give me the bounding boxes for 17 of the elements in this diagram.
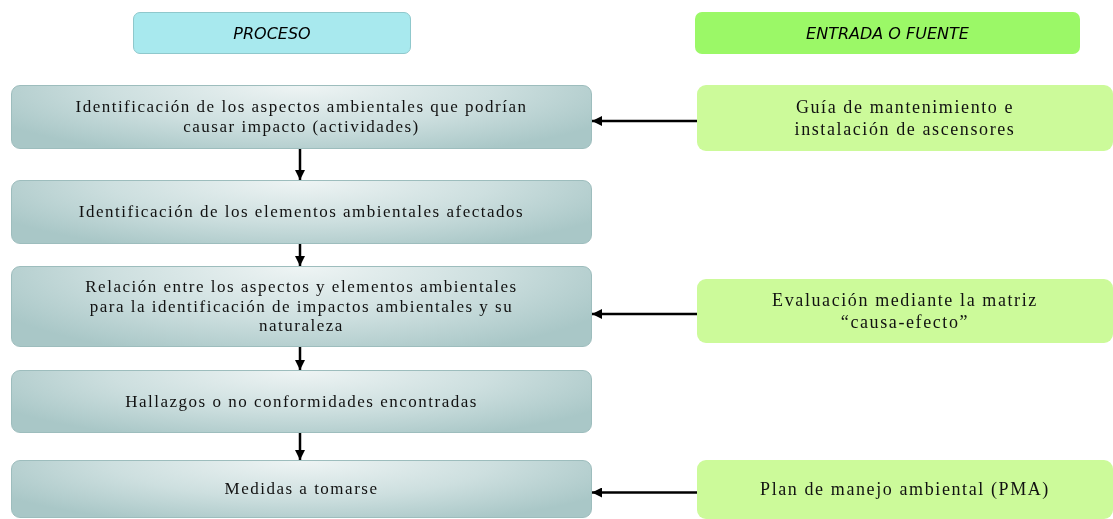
- process-box: Identificación de los elementos ambientales afectados: [11, 180, 592, 244]
- arrow: [295, 433, 305, 460]
- arrow: [592, 116, 697, 126]
- process-box: Identificación de los aspectos ambientales que podrían causar impacto (actividades): [11, 85, 592, 149]
- arrow: [295, 244, 305, 266]
- input-box: Plan de manejo ambiental (PMA): [697, 460, 1113, 519]
- column-header: ENTRADA O FUENTE: [695, 12, 1080, 54]
- column-header: PROCESO: [133, 12, 411, 54]
- arrow: [592, 309, 697, 319]
- process-box: Hallazgos o no conformidades encontradas: [11, 370, 592, 433]
- arrow: [295, 347, 305, 370]
- arrow: [295, 149, 305, 180]
- process-box: Medidas a tomarse: [11, 460, 592, 518]
- input-box: Guía de mantenimiento e instalación de ascensores: [697, 85, 1113, 151]
- arrow: [592, 487, 697, 498]
- process-box: Relación entre los aspectos y elementos ambientales para la identificación de impactos ambientales y su naturaleza: [11, 266, 592, 347]
- input-box: Evaluación mediante la matriz “causa-efecto”: [697, 279, 1113, 343]
